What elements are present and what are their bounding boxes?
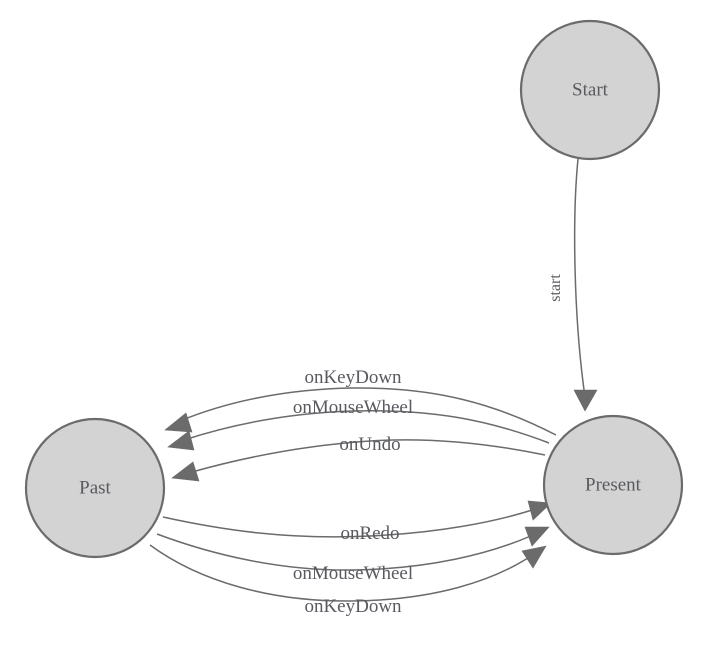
edge-past-to-present-onmousewheel-arrowhead — [524, 526, 550, 547]
edge-present-to-past-onkeydown-path — [179, 387, 557, 436]
node-present[interactable]: Present — [542, 414, 684, 556]
edge-present-to-past-onundo[interactable]: onUndo — [171, 434, 546, 482]
node-present-circle — [542, 414, 684, 556]
edge-label-present-past-onundo: onUndo — [339, 434, 400, 455]
edge-present-to-past-onmousewheel[interactable]: onMouseWheel — [167, 397, 550, 451]
edge-label-past-present-onkeydown: onKeyDown — [304, 596, 402, 617]
node-past-label: Past — [79, 478, 111, 499]
edge-present-to-past-onmousewheel-path — [183, 410, 550, 444]
edge-label-past-present-onmousewheel: onMouseWheel — [293, 563, 413, 584]
edge-present-to-past-onkeydown[interactable]: onKeyDown — [164, 367, 557, 436]
node-present-label: Present — [585, 475, 642, 496]
edge-past-to-present-onredo-arrowhead — [527, 500, 552, 521]
edge-start-to-present[interactable]: start — [547, 158, 598, 412]
edge-past-to-present-onmousewheel[interactable]: onMouseWheel — [156, 526, 550, 584]
node-past[interactable]: Past — [24, 417, 166, 559]
edge-past-to-present-onredo[interactable]: onRedo — [162, 500, 552, 544]
edge-start-to-present-path — [573, 158, 586, 398]
edge-past-to-present-onkeydown[interactable]: onKeyDown — [149, 544, 547, 617]
edge-label-present-past-onmousewheel: onMouseWheel — [293, 397, 413, 418]
edge-label-past-present-onredo: onRedo — [340, 523, 399, 544]
edge-present-to-past-onundo-arrowhead — [171, 461, 200, 482]
node-past-circle — [24, 417, 166, 559]
node-start-circle — [519, 19, 661, 161]
edge-past-to-present-onredo-path — [162, 508, 536, 538]
edge-present-to-past-onmousewheel-arrowhead — [167, 430, 195, 451]
node-start-label: Start — [572, 80, 609, 101]
edge-label-start: start — [547, 274, 564, 302]
node-start[interactable]: Start — [519, 19, 661, 161]
edge-start-to-present-arrowhead — [573, 389, 598, 412]
edge-label-present-past-onkeydown: onKeyDown — [304, 367, 402, 388]
edge-past-to-present-onmousewheel-path — [156, 533, 534, 571]
edge-present-to-past-onundo-path — [191, 439, 546, 473]
edge-past-to-present-onkeydown-arrowhead — [521, 545, 547, 569]
edge-present-to-past-onkeydown-arrowhead — [164, 412, 193, 433]
edge-past-to-present-onkeydown-path — [149, 544, 532, 602]
